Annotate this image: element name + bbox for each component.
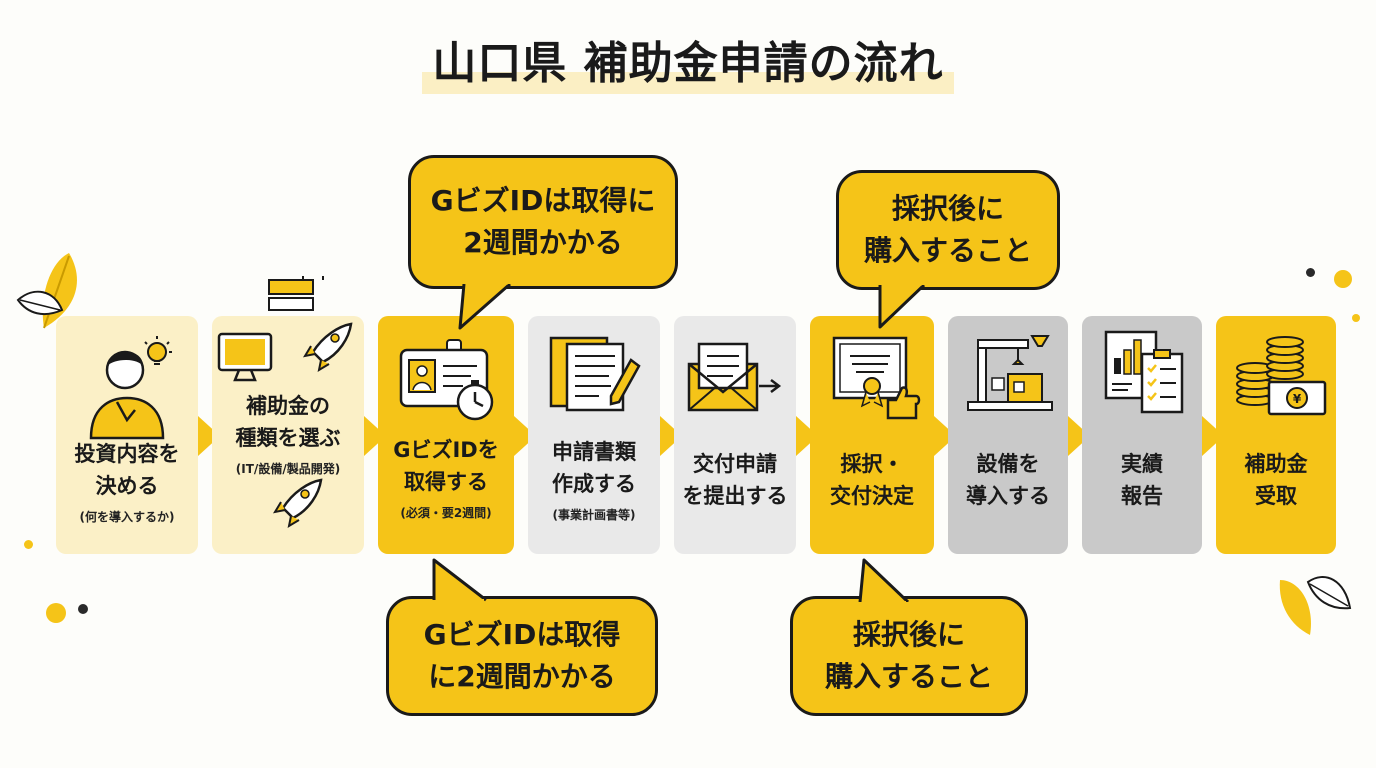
- step-9-receive-subsidy: ¥ 補助金 受取: [1216, 316, 1336, 554]
- step-label: 実績 報告: [1121, 452, 1163, 508]
- decor-dot: [46, 603, 66, 623]
- callout-approval-top: 採択後に 購入すること: [836, 170, 1060, 290]
- step-sublabel: (事業計画書等): [552, 508, 636, 522]
- svg-text:¥: ¥: [1293, 392, 1302, 406]
- factory-machine-icon: [967, 335, 1053, 411]
- step-label: 投資内容を 決める: [74, 442, 180, 498]
- coins-banknote-icon: ¥: [1236, 336, 1327, 416]
- decor-dot: [1352, 314, 1360, 322]
- callout-tail: [432, 558, 487, 602]
- step-6-approval: 採択・ 交付決定: [810, 316, 934, 554]
- step-label: 設備を 導入する: [966, 452, 1050, 508]
- title-text: 山口県 補助金申請の流れ: [432, 38, 944, 89]
- monitor-robot-rocket-icon: [217, 276, 353, 529]
- step-label: 補助金の 種類を選ぶ: [235, 394, 341, 450]
- decor-dot: [1306, 268, 1315, 277]
- leaf-decoration-top-left: [16, 253, 77, 329]
- step-7-install-equipment: 設備を 導入する: [948, 316, 1068, 554]
- id-card-stopwatch-icon: [399, 339, 494, 421]
- decor-dot: [78, 604, 88, 614]
- step-sublabel: (IT/設備/製品開発): [235, 462, 341, 476]
- callout-text: 採択後に 購入すること: [824, 618, 993, 693]
- decor-dot: [24, 540, 33, 549]
- callout-text: GビズIDは取得に 2週間かかる: [430, 184, 656, 259]
- decor-dot: [1334, 270, 1352, 288]
- step-sublabel: (必須・要2週間): [400, 506, 492, 520]
- documents-pen-icon: [549, 336, 641, 412]
- callout-tail: [878, 285, 926, 329]
- step-8-performance-report: 実績 報告: [1082, 316, 1202, 554]
- callout-gbizid-top: GビズIDは取得に 2週間かかる: [408, 155, 678, 289]
- step-label: 採択・ 交付決定: [830, 452, 914, 508]
- step-sublabel: (何を導入するか): [79, 510, 175, 524]
- page-title: 山口県 補助金申請の流れ: [422, 34, 954, 94]
- step-3-get-gbizid: GビズIDを 取得する (必須・要2週間): [378, 316, 514, 554]
- step-4-prepare-documents: 申請書類 作成する (事業計画書等): [528, 316, 660, 554]
- report-chart-checklist-icon: [1104, 330, 1184, 414]
- callout-text: GビズIDは取得 に2週間かかる: [423, 618, 621, 693]
- callout-tail: [458, 284, 511, 330]
- step-label: 申請書類 作成する: [552, 440, 636, 496]
- step-5-submit-application: 交付申請 を提出する: [674, 316, 796, 554]
- leaf-decoration-bottom-right: [1279, 576, 1352, 635]
- step-1-decide-investment: 投資内容を 決める (何を導入するか): [56, 316, 198, 554]
- callout-gbizid-bottom: GビズIDは取得 に2週間かかる: [386, 596, 658, 716]
- step-2-choose-subsidy: 補助金の 種類を選ぶ (IT/設備/製品開発): [212, 276, 364, 554]
- person-thinking-icon: [89, 336, 172, 440]
- envelope-send-icon: [687, 342, 782, 412]
- step-label: 補助金 受取: [1244, 452, 1308, 508]
- certificate-thumbs-up-icon: [832, 336, 921, 420]
- callout-tail: [858, 558, 910, 602]
- callout-approval-bottom: 採択後に 購入すること: [790, 596, 1028, 716]
- step-label: 交付申請 を提出する: [682, 452, 788, 508]
- callout-text: 採択後に 購入すること: [863, 192, 1032, 267]
- step-label: GビズIDを 取得する: [393, 438, 499, 494]
